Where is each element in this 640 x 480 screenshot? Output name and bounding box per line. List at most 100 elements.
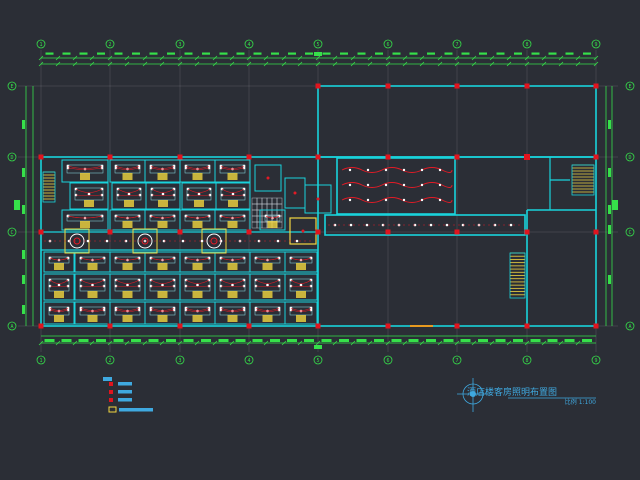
dim-text [183,339,194,342]
dim-tick [315,55,321,61]
dim-tick [541,340,547,346]
light-circuit [75,188,103,193]
column [593,83,599,89]
ceiling-light-icon [141,237,149,245]
axis-bubble [625,152,635,162]
light-fixture [365,223,369,227]
dim-tick [558,340,564,346]
light-circuit [151,194,175,196]
tile [266,203,273,211]
column [246,229,252,235]
axis-bubble [591,355,601,365]
legend-header [103,377,112,381]
dim-tick [263,61,269,67]
axis-bubble [105,355,115,365]
light-fixture [438,183,442,187]
legend-swatch [109,398,113,402]
dim-text [322,52,331,55]
bathroom-hatch [194,200,204,207]
dim-tick [246,55,252,61]
light-circuit [49,257,69,261]
column [246,323,252,329]
dim-tick [177,55,183,61]
light-fixture [161,167,164,171]
dim-text [166,339,176,342]
light-circuit [150,215,175,219]
guest-room [214,209,251,231]
dim-text [427,52,435,55]
axis-label: 2 [108,358,111,364]
dim-tick [38,61,44,67]
dim-text [131,339,141,342]
guest-room [69,182,109,210]
bathroom-hatch [192,263,203,270]
lobby-frame [132,228,158,254]
light-fixture [231,309,234,313]
guest-room [214,159,251,183]
dim-tick [281,61,287,67]
dim-tick [142,55,148,61]
bathroom-hatch [87,263,98,270]
dim-tick [246,61,252,67]
dim-text [287,339,297,342]
light-circuit [220,285,245,287]
light-fixture [429,223,433,227]
light-circuit [220,307,245,311]
dim-tick [297,55,303,61]
dim-text [114,52,123,55]
bathroom-hatch [296,315,306,322]
bathroom-hatch [227,263,238,270]
dim-text [547,339,558,342]
dim-text [14,200,20,210]
dim-text [22,205,25,214]
dim-tick [506,55,512,61]
legend-text [118,398,132,402]
light-fixture [197,192,201,196]
dim-tick [72,61,78,67]
column [38,323,44,329]
dim-text [374,339,384,342]
corridor-wall [324,214,526,236]
light-circuit [49,309,69,312]
dim-text [79,52,88,55]
dim-text [565,52,574,55]
light-circuit [187,188,211,193]
light-fixture [231,283,234,287]
light-fixture [91,283,94,287]
column [454,229,460,235]
axis-label: 8 [525,42,528,48]
dim-tick [107,61,113,67]
dim-text [461,52,470,55]
guest-room [284,273,318,301]
dim-text [479,52,487,55]
bathroom-hatch [54,263,64,270]
axis-bubble [244,355,254,365]
guest-room [215,182,251,210]
light-circuit [220,257,245,261]
bathroom-hatch [157,221,168,228]
guest-room [61,209,109,231]
light-fixture [91,309,94,313]
light-circuit [255,307,280,311]
dim-text [409,52,418,55]
light-track [341,167,453,173]
light-fixture [266,176,270,180]
dim-text [252,339,263,342]
dim-text [235,339,246,342]
bathroom-hatch [122,263,133,270]
dim-tick [89,61,95,67]
drawing-title: 酒店楼客房照明布置图 [467,386,557,398]
axis-bubble [313,39,323,49]
axis-label: D [10,155,13,161]
dim-tick [194,61,200,67]
bathroom-hatch [87,315,98,322]
light-circuit [117,194,141,196]
light-circuit [150,257,175,261]
axis-label: 1 [39,42,42,48]
light-fixture [348,198,352,202]
light-fixture [231,167,234,171]
axis-label: 9 [594,42,597,48]
light-fixture [57,283,61,287]
light-fixture [196,283,199,287]
bathroom-hatch [54,291,64,298]
